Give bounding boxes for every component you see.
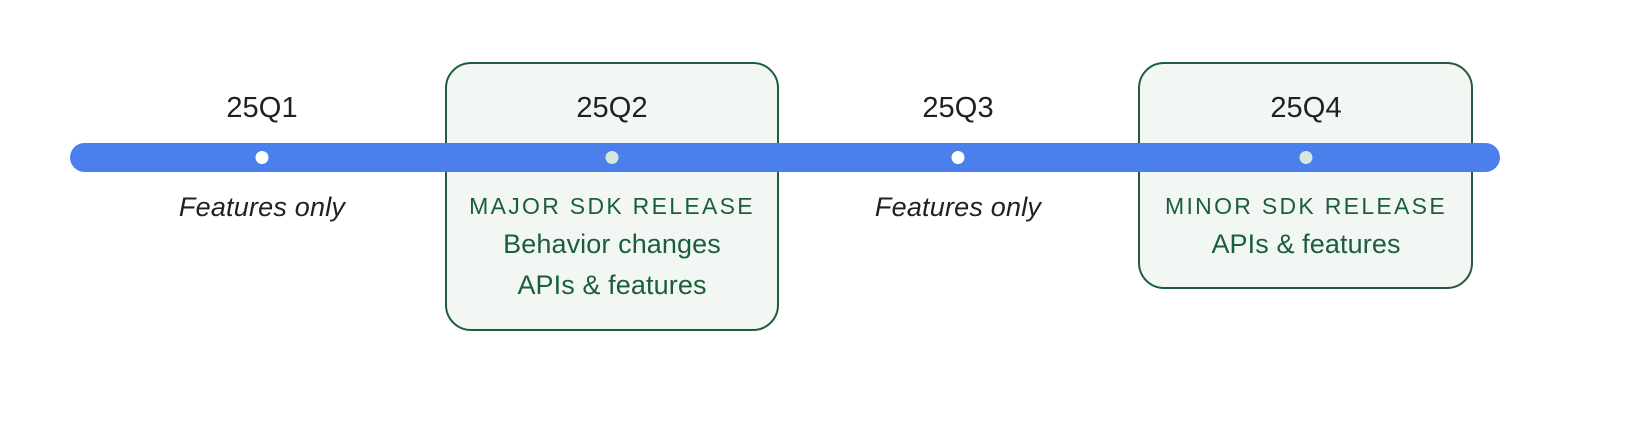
quarter-notes-25q3: Features only <box>788 188 1128 226</box>
quarter-label-25q3: 25Q3 <box>922 92 994 124</box>
quarter-notes-25q1: Features only <box>92 188 432 226</box>
quarter-label-25q1: 25Q1 <box>226 92 298 124</box>
milestone-card-25q4 <box>1138 62 1473 289</box>
timeline-rail <box>70 143 1500 172</box>
timeline-quarter-25q1: 25Q1 Features only <box>92 0 432 422</box>
timeline-quarter-25q3: 25Q3 Features only <box>788 0 1128 422</box>
quarter-note-25q3-0: Features only <box>874 192 1042 222</box>
milestone-card-25q2 <box>445 62 779 331</box>
quarter-note-25q1-0: Features only <box>178 192 346 222</box>
